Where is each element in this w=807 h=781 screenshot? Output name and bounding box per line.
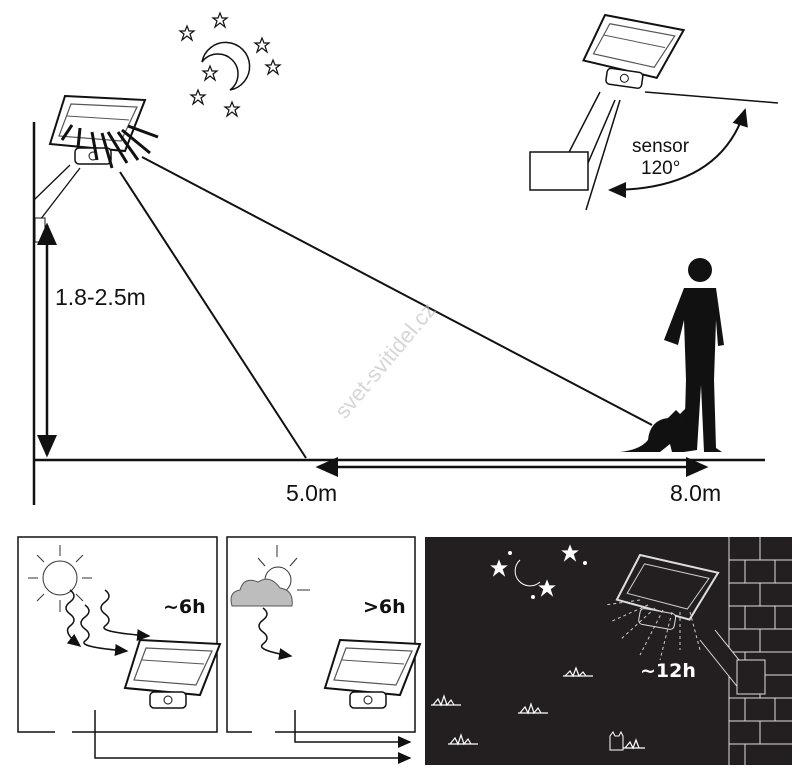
sun-behind-cloud-icon <box>257 545 310 594</box>
panel-cloudy: >6h <box>226 536 421 748</box>
sun-rays-arrows <box>65 589 151 657</box>
moon-and-stars <box>179 12 281 117</box>
beam-far <box>141 156 653 426</box>
light-rays <box>60 124 159 169</box>
sun-icon <box>28 545 92 612</box>
far-distance-label: 8.0m <box>670 480 721 506</box>
near-distance-label: 5.0m <box>286 480 337 506</box>
watermark: svet-svitidel.cz <box>330 298 441 424</box>
main-scene: 1.8-2.5m 5.0m 8.0m svet-svitidel.cz s <box>32 11 779 506</box>
person-silhouette <box>664 258 724 452</box>
cat-icon <box>609 730 624 751</box>
moon-icon <box>201 41 251 91</box>
cat-silhouette <box>620 408 688 452</box>
wall-lamp <box>49 95 146 165</box>
panel-lamp-icon <box>124 639 221 709</box>
panel-night: ~12h <box>425 537 792 765</box>
wall-bracket <box>34 217 46 243</box>
night-lamp <box>615 553 720 630</box>
charge-time-sun: ~6h <box>163 596 206 618</box>
lamp-arm <box>33 164 81 221</box>
sensor-lamp: sensor 120° <box>529 11 779 211</box>
charge-time-cloudy: >6h <box>363 596 406 618</box>
night-moon-stars <box>491 545 587 599</box>
beam-near <box>119 171 307 459</box>
sensor-angle-label: 120° <box>641 158 680 179</box>
cloud-icon <box>230 578 293 607</box>
grass-tufts <box>431 666 645 750</box>
height-label: 1.8-2.5m <box>55 284 146 310</box>
sensor-label: sensor <box>632 136 690 157</box>
runtime-night: ~12h <box>640 660 696 682</box>
sensor-angle-arc <box>608 108 748 198</box>
panel-lamp-icon <box>324 639 421 709</box>
panel-full-sun: ~6h <box>17 536 412 764</box>
night-light-rays <box>604 599 701 661</box>
